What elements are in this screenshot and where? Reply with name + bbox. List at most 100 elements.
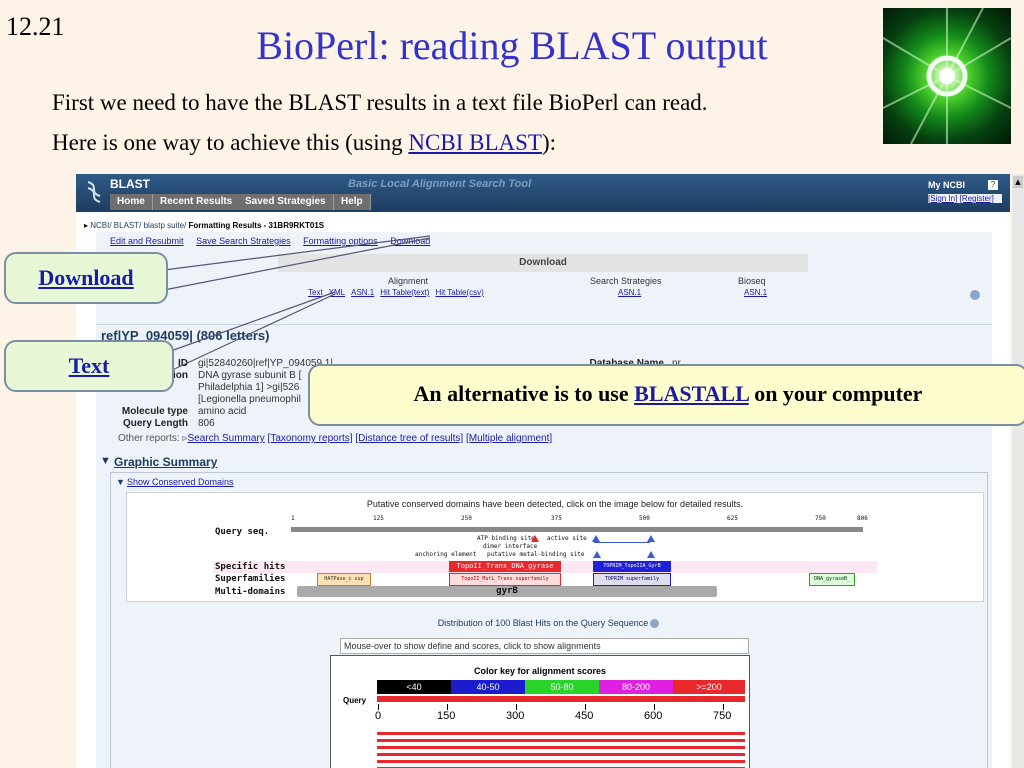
download-link[interactable]: Download bbox=[390, 236, 431, 246]
breadcrumb: ▸ NCBI/ BLAST/ blastp suite/ Formatting … bbox=[84, 221, 325, 230]
intro-line-1: First we need to have the BLAST results … bbox=[52, 90, 708, 115]
metal-site-marker-icon bbox=[593, 551, 601, 558]
molecule-type-label: Molecule type bbox=[121, 406, 188, 417]
formatting-options-link[interactable]: Formatting options bbox=[303, 236, 378, 246]
divider bbox=[96, 324, 992, 325]
distance-tree-link[interactable]: [Distance tree of results] bbox=[355, 433, 464, 444]
distribution-help-icon[interactable] bbox=[650, 619, 659, 628]
axis-label-0: 0 bbox=[375, 710, 382, 722]
distribution-heading: Distribution of 100 Blast Hits on the Qu… bbox=[437, 618, 649, 628]
ruler-tick-250: 250 bbox=[461, 515, 472, 522]
multiple-alignment-link[interactable]: [Multiple alignment] bbox=[465, 433, 553, 444]
anchoring-element-label: anchoring element bbox=[415, 551, 477, 558]
hit-line[interactable] bbox=[377, 760, 745, 763]
blastall-callout-prefix: An alternative is to use bbox=[413, 381, 635, 406]
alignment-xml-link[interactable]: XML bbox=[328, 288, 346, 297]
show-conserved-domains-link[interactable]: Show Conserved Domains bbox=[127, 477, 234, 487]
query-sequence-bar bbox=[291, 527, 863, 532]
active-site-marker-2-icon bbox=[647, 535, 655, 542]
dimer-interface-label: dimer interface bbox=[483, 543, 538, 550]
toprim-box[interactable]: TOPRIM_TopoIIA_GyrB bbox=[593, 561, 671, 572]
hit-line[interactable] bbox=[377, 746, 745, 749]
molecule-type-value: amino acid bbox=[198, 406, 247, 417]
text-callout-link[interactable]: Text bbox=[68, 353, 110, 378]
download-panel-header: Download bbox=[278, 254, 808, 272]
alignment-asn1-link[interactable]: ASN.1 bbox=[351, 288, 375, 297]
alignment-text-link[interactable]: Text bbox=[308, 288, 323, 297]
axis-tick bbox=[378, 704, 379, 710]
download-panel: Download Alignment Search Strategies Bio… bbox=[278, 254, 808, 306]
gyrb-box[interactable]: gyrB bbox=[297, 586, 717, 597]
blastall-link[interactable]: BLASTALL bbox=[634, 381, 749, 406]
axis-tick bbox=[447, 704, 448, 710]
description-value-1: DNA gyrase subunit B [ bbox=[198, 370, 302, 381]
register-link[interactable]: [Register] bbox=[959, 194, 994, 203]
screenshot-scrollbar[interactable] bbox=[1012, 174, 1024, 768]
blastall-callout-suffix: on your computer bbox=[748, 381, 923, 406]
edit-resubmit-link[interactable]: Edit and Resubmit bbox=[110, 236, 184, 246]
blast-tagline: Basic Local Alignment Search Tool bbox=[348, 178, 532, 190]
graphic-summary-heading[interactable]: Graphic Summary bbox=[114, 455, 218, 469]
axis-label-150: 150 bbox=[437, 710, 456, 722]
active-site-connector bbox=[594, 542, 650, 543]
nav-help[interactable]: Help bbox=[334, 194, 371, 210]
query-length-value: 806 bbox=[198, 418, 215, 429]
ruler-tick-806: 806 bbox=[857, 515, 868, 522]
save-strategies-link[interactable]: Save Search Strategies bbox=[196, 236, 291, 246]
search-strategies-asn1-link[interactable]: ASN.1 bbox=[618, 288, 642, 297]
sign-in-link[interactable]: [Sign In] bbox=[928, 194, 958, 203]
slide-title: BioPerl: reading BLAST output bbox=[256, 23, 768, 68]
query-axis-label: Query bbox=[343, 696, 367, 705]
blast-helix-icon bbox=[87, 181, 101, 203]
help-icon[interactable] bbox=[970, 290, 980, 300]
search-strategies-link-wrap: ASN.1 bbox=[618, 288, 647, 297]
conserved-domains-panel[interactable]: Putative conserved domains have been det… bbox=[126, 492, 984, 602]
ruler-tick-500: 500 bbox=[639, 515, 650, 522]
bioseq-asn1-link[interactable]: ASN.1 bbox=[744, 288, 768, 297]
taxonomy-reports-link[interactable]: [Taxonomy reports] bbox=[267, 433, 353, 444]
my-ncbi-help-icon[interactable]: ? bbox=[988, 180, 998, 190]
nav-saved-strategies[interactable]: Saved Strategies bbox=[238, 194, 334, 210]
query-id-value: gi|52840260|ref|YP_094059.1| bbox=[198, 358, 333, 369]
query-bar bbox=[377, 696, 745, 702]
hit-line[interactable] bbox=[377, 732, 745, 735]
topoii-mutl-box[interactable]: TopoII_MutL_Trans superfamily bbox=[449, 573, 561, 586]
search-summary-link[interactable]: Search Summary bbox=[187, 433, 265, 444]
nav-home[interactable]: Home bbox=[110, 194, 153, 210]
description-value-2: Philadelphia 1] >gi|526 bbox=[198, 382, 300, 393]
slide-number: 12.21 bbox=[6, 12, 65, 41]
ruler-tick-125: 125 bbox=[373, 515, 384, 522]
download-callout: Download bbox=[4, 252, 168, 304]
conserved-toggle-icon[interactable]: ▼ bbox=[116, 477, 125, 487]
search-strategies-heading: Search Strategies bbox=[590, 276, 662, 286]
blastall-callout: An alternative is to use BLASTALL on you… bbox=[308, 364, 1024, 426]
hatpase-box[interactable]: HATPase_c sup bbox=[317, 573, 371, 586]
color-key-lt40: <40 bbox=[377, 680, 451, 694]
intro-line-2-suffix: ): bbox=[541, 130, 557, 155]
axis-label-750: 750 bbox=[713, 710, 732, 722]
breadcrumb-links[interactable]: NCBI/ BLAST/ blastp suite/ bbox=[90, 221, 187, 230]
intro-line-2: Here is one way to achieve this (using N… bbox=[52, 130, 556, 156]
hit-table-text-link[interactable]: Hit Table(text) bbox=[380, 288, 430, 297]
specific-hits-label: Specific hits bbox=[215, 562, 286, 572]
hit-line[interactable] bbox=[377, 753, 745, 756]
hits-graphic[interactable]: Color key for alignment scores <40 40-50… bbox=[330, 655, 750, 768]
metal-site-marker-2-icon bbox=[647, 551, 655, 558]
topoii-trans-box[interactable]: TopoII_Trans_DNA_gyrase bbox=[449, 561, 561, 572]
hit-table-csv-link[interactable]: Hit Table(csv) bbox=[435, 288, 484, 297]
download-callout-link[interactable]: Download bbox=[38, 265, 134, 290]
color-key-50-80: 50-80 bbox=[525, 680, 599, 694]
scroll-up-icon[interactable]: ▲ bbox=[1013, 176, 1023, 188]
top-links: Edit and Resubmit Save Search Strategies… bbox=[110, 236, 440, 246]
toprim-superfamily-box[interactable]: TOPRIM superfamily bbox=[593, 573, 671, 586]
graphic-summary-toggle-icon[interactable]: ▼ bbox=[100, 455, 111, 467]
blast-screenshot: BLAST Basic Local Alignment Search Tool … bbox=[76, 174, 1010, 768]
ruler-tick-1: 1 bbox=[291, 515, 295, 522]
mouseover-info-field: Mouse-over to show define and scores, cl… bbox=[340, 638, 749, 654]
ncbi-blast-link[interactable]: NCBI BLAST bbox=[408, 130, 542, 155]
hit-line[interactable] bbox=[377, 739, 745, 742]
query-id-label: ID bbox=[178, 358, 188, 369]
query-length-label: Query Length bbox=[122, 418, 188, 429]
dna-gyraseb-box[interactable]: DNA_gyraseB_ bbox=[809, 573, 855, 586]
